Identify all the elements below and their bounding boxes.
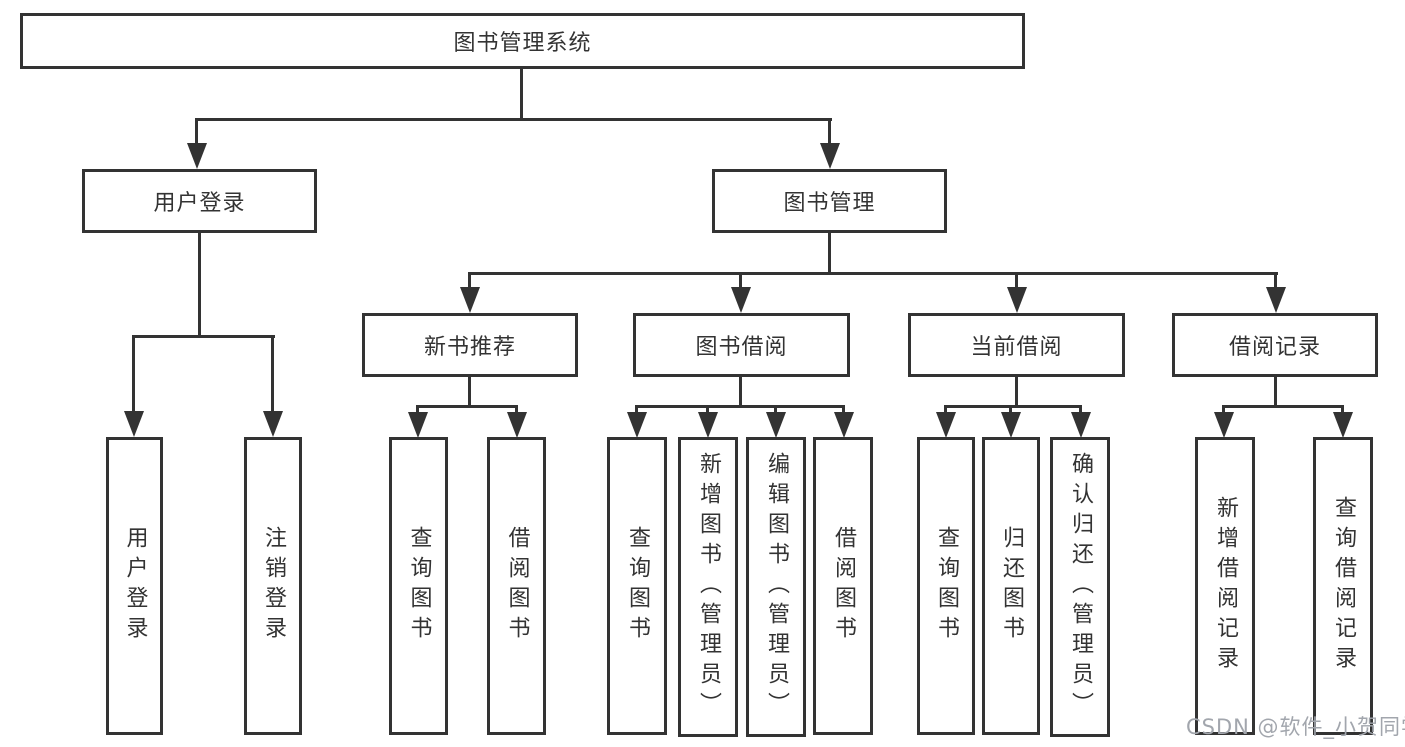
connector-shaft: [1222, 405, 1225, 415]
leaf-add-borrow-record: 新增借阅记录: [1195, 437, 1255, 735]
connector-bookborrow-drop: [739, 376, 742, 408]
leaf-newbook-query-book: 查询图书: [389, 437, 448, 735]
leaf-query-borrow-record-label: 查询借阅记录: [1331, 496, 1356, 676]
arrowhead-to-book-management: [820, 143, 840, 169]
leaf-borrow-borrow-book-label: 借阅图书: [831, 526, 856, 646]
leaf-borrow-query-book: 查询图书: [607, 437, 667, 735]
node-current-borrow-label: 当前借阅: [970, 335, 1063, 360]
node-user-login-label: 用户登录: [153, 191, 246, 216]
arrowhead-to-confirm-return: [1071, 412, 1091, 438]
node-book-borrow: 图书借阅: [633, 313, 850, 377]
connector-bookmgmt-split: [468, 272, 1278, 275]
arrowhead-to-borrow-record: [1266, 287, 1286, 313]
node-user-login: 用户登录: [82, 169, 317, 233]
leaf-edit-book-admin: 编辑图书（管理员）: [746, 437, 806, 737]
connector-shaft: [1079, 405, 1082, 415]
arrowhead-to-leaf-logout: [263, 411, 283, 437]
node-new-book-recommend: 新书推荐: [362, 313, 578, 377]
leaf-current-query-book-label: 查询图书: [934, 526, 959, 646]
arrowhead-to-add-book: [698, 412, 718, 438]
leaf-user-login-label: 用户登录: [122, 526, 148, 646]
arrowhead-to-borrow-book: [834, 412, 854, 438]
node-root: 图书管理系统: [20, 13, 1025, 69]
connector-currentborrow-drop: [1015, 376, 1018, 408]
connector-shaft: [515, 405, 518, 415]
node-borrow-record-label: 借阅记录: [1228, 335, 1321, 360]
arrowhead-to-new-book-recommend: [460, 287, 480, 313]
leaf-current-query-book: 查询图书: [917, 437, 975, 735]
leaf-borrow-query-book-label: 查询图书: [625, 526, 650, 646]
node-book-management-label: 图书管理: [783, 191, 876, 216]
arrowhead-to-return-book: [1001, 412, 1021, 438]
connector-shaft: [1015, 272, 1018, 289]
connector-shaft: [1341, 405, 1344, 415]
leaf-return-book-label: 归还图书: [999, 526, 1024, 646]
leaf-add-borrow-record-label: 新增借阅记录: [1213, 496, 1238, 676]
connector-currentborrow-split: [944, 405, 1082, 408]
connector-shaft: [271, 335, 274, 413]
arrowhead-to-user-login: [187, 143, 207, 169]
connector-newbook-split: [416, 405, 518, 408]
arrowhead-to-leaf-user-login: [124, 411, 144, 437]
connector-shaft: [1009, 405, 1012, 415]
connector-borrowrecord-split: [1222, 405, 1344, 408]
connector-root-drop: [520, 66, 523, 121]
leaf-borrow-borrow-book: 借阅图书: [813, 437, 873, 735]
arrowhead-to-newbook-query: [408, 412, 428, 438]
connector-newbook-drop: [468, 376, 471, 408]
leaf-user-login: 用户登录: [106, 437, 163, 735]
connector-shaft: [1274, 272, 1277, 289]
connector-shaft: [842, 405, 845, 415]
connector-root-split: [196, 118, 832, 121]
leaf-confirm-return-admin-label: 确认归还（管理员）: [1068, 452, 1093, 722]
arrowhead-to-current-borrow: [1007, 287, 1027, 313]
connector-userlogin-split: [132, 335, 275, 338]
leaf-query-borrow-record: 查询借阅记录: [1313, 437, 1373, 735]
leaf-edit-book-admin-label: 编辑图书（管理员）: [764, 452, 789, 722]
node-book-borrow-label: 图书借阅: [695, 335, 788, 360]
connector-shaft: [132, 335, 135, 413]
arrowhead-to-book-borrow: [731, 287, 751, 313]
connector-shaft: [774, 405, 777, 415]
arrowhead-to-borrow-query: [627, 412, 647, 438]
node-book-management: 图书管理: [712, 169, 947, 233]
arrowhead-to-add-record: [1214, 412, 1234, 438]
connector-borrowrecord-drop: [1274, 376, 1277, 408]
leaf-newbook-borrow-book: 借阅图书: [487, 437, 546, 735]
leaf-newbook-query-book-label: 查询图书: [406, 526, 432, 646]
connector-bookmgmt-drop: [828, 232, 831, 275]
arrowhead-to-newbook-borrow: [507, 412, 527, 438]
connector-shaft: [739, 272, 742, 289]
connector-userlogin-drop: [198, 232, 201, 338]
connector-bookborrow-split: [635, 405, 845, 408]
arrowhead-to-edit-book: [766, 412, 786, 438]
leaf-confirm-return-admin: 确认归还（管理员）: [1050, 437, 1110, 737]
connector-shaft: [706, 405, 709, 415]
leaf-newbook-borrow-book-label: 借阅图书: [504, 526, 530, 646]
arrowhead-to-current-query: [936, 412, 956, 438]
node-borrow-record: 借阅记录: [1172, 313, 1378, 377]
node-new-book-recommend-label: 新书推荐: [423, 335, 516, 360]
leaf-logout: 注销登录: [244, 437, 302, 735]
connector-shaft: [468, 272, 471, 289]
node-root-label: 图书管理系统: [453, 31, 592, 56]
csdn-watermark: CSDN @软件_小贺同学: [1186, 715, 1405, 739]
connector-shaft: [195, 118, 198, 146]
node-current-borrow: 当前借阅: [908, 313, 1125, 377]
arrowhead-to-query-record: [1333, 412, 1353, 438]
connector-shaft: [635, 405, 638, 415]
leaf-add-book-admin: 新增图书（管理员）: [678, 437, 738, 737]
connector-shaft: [944, 405, 947, 415]
leaf-logout-label: 注销登录: [261, 526, 286, 646]
connector-shaft: [828, 118, 831, 146]
connector-shaft: [416, 405, 419, 415]
leaf-add-book-admin-label: 新增图书（管理员）: [696, 452, 721, 722]
leaf-return-book: 归还图书: [982, 437, 1040, 735]
